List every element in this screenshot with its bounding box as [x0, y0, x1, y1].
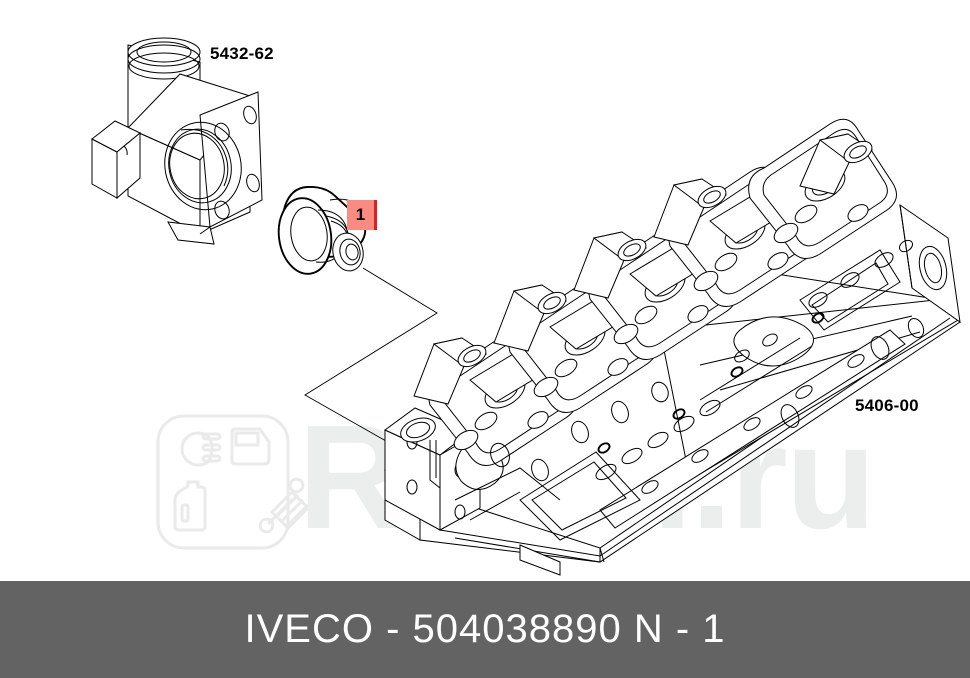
part-number-label-thermostat-housing: 5432-62 — [210, 44, 274, 63]
line-art — [91, 37, 961, 576]
caption-bar: IVECO - 504038890 N - 1 — [0, 581, 970, 678]
part-thermostat-housing — [91, 37, 263, 245]
cylinder-cell — [748, 118, 897, 259]
part-number-label-cylinder-head: 5406-00 — [855, 396, 919, 415]
leader-line — [304, 267, 438, 463]
part-thermostat — [277, 185, 367, 275]
index-badge-1[interactable]: 1 — [347, 200, 377, 230]
diagram-canvas: Rossi.ru — [91, 37, 961, 576]
part-cylinder-head — [383, 118, 961, 576]
caption-part-number: IVECO - 504038890 N - 1 — [244, 607, 726, 651]
